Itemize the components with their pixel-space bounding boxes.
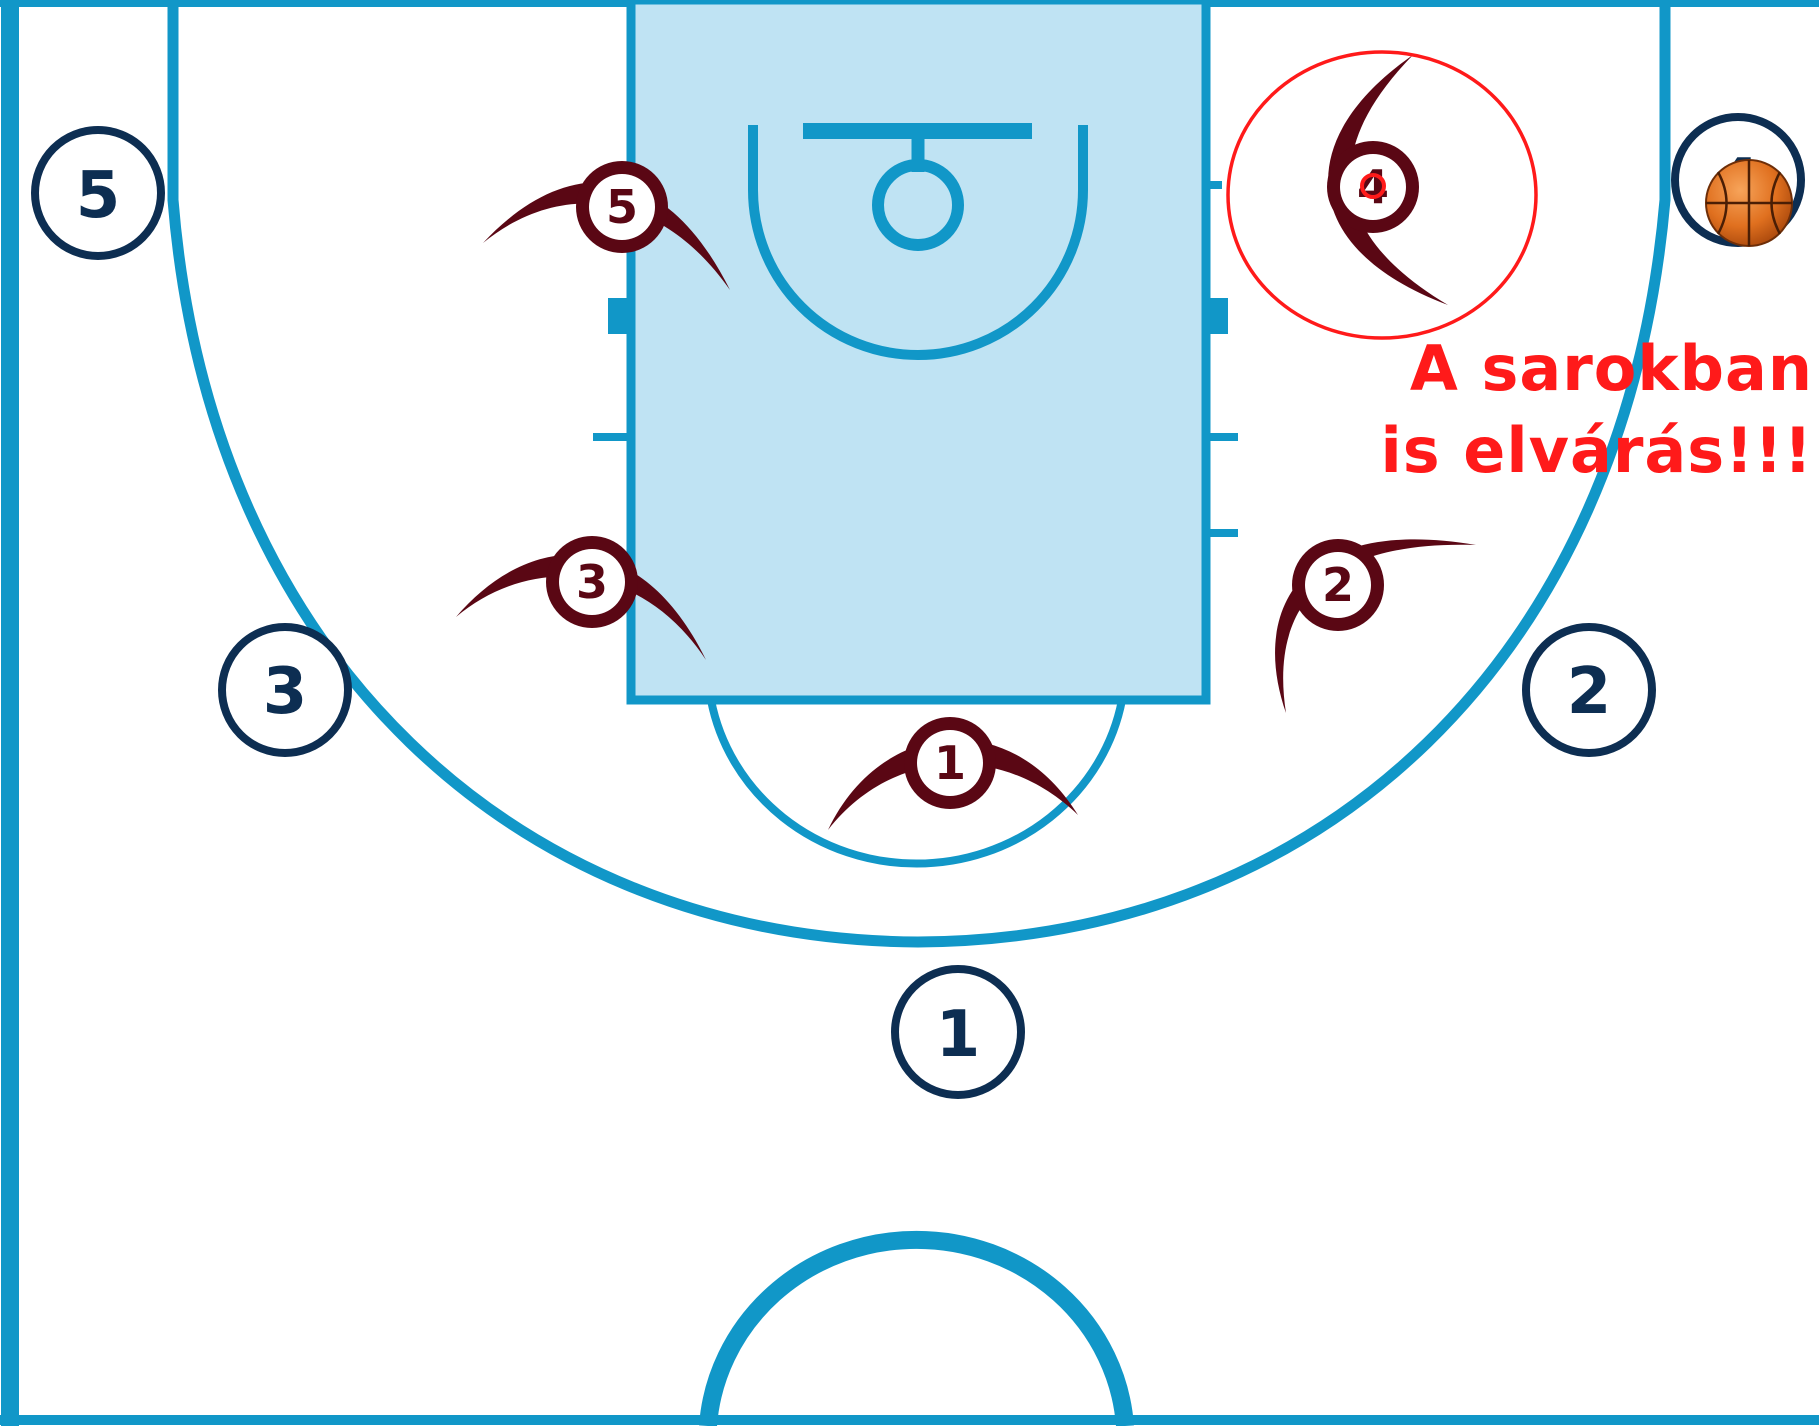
defense-player-4: 4	[1327, 55, 1448, 305]
defense-player-label: 2	[1322, 558, 1354, 612]
defense-player-3: 3	[456, 536, 706, 660]
defense-crescent	[828, 739, 1078, 830]
defense-player-inner	[1305, 552, 1371, 618]
lane-block	[1206, 298, 1228, 334]
defense-player-inner	[917, 730, 983, 796]
defense-player-inner	[559, 549, 625, 615]
defense-crescent	[1328, 55, 1448, 305]
defense-crescent	[483, 182, 730, 290]
three-point-line	[167, 0, 1671, 948]
highlight-ellipse	[1226, 50, 1538, 340]
restricted-area	[748, 125, 1088, 360]
offense-player-label: 3	[263, 655, 308, 729]
basketball-icon	[1705, 159, 1793, 247]
defense-player-inner	[589, 174, 655, 240]
defense-crescent	[456, 554, 706, 660]
defense-player-label: 5	[606, 180, 638, 234]
defense-layer: 5 3 1 2 4	[456, 55, 1476, 830]
defense-player-label: 1	[934, 736, 966, 790]
defense-player-inner	[1340, 154, 1406, 220]
defense-player-2: 2	[1275, 539, 1476, 713]
annotation-dot	[1360, 173, 1386, 199]
free-throw-circle	[707, 699, 1126, 868]
center-circle	[699, 1230, 1134, 1426]
offense-player-2: 2	[1522, 623, 1656, 757]
rim	[872, 159, 964, 251]
offense-player-label: 2	[1567, 655, 1612, 729]
offense-player-ring	[891, 965, 1025, 1099]
offense-player-label: 5	[76, 159, 121, 233]
offense-player-ring	[31, 126, 165, 260]
offense-player-ring	[218, 623, 352, 757]
lane-block	[608, 298, 631, 334]
offense-player-3: 3	[218, 623, 352, 757]
annotation-line-1: A sarokban	[1409, 332, 1813, 405]
annotation-text: A sarokban is elvárás!!!	[1353, 328, 1813, 492]
offense-player-ring	[1522, 623, 1656, 757]
defense-player-label: 3	[576, 555, 608, 609]
offense-player-label: 1	[936, 998, 981, 1072]
annotation-line-2: is elvárás!!!	[1380, 414, 1813, 487]
defense-player-1: 1	[828, 717, 1078, 830]
defense-player-5: 5	[483, 161, 730, 290]
offense-player-1: 1	[891, 965, 1025, 1099]
offense-player-5: 5	[31, 126, 165, 260]
